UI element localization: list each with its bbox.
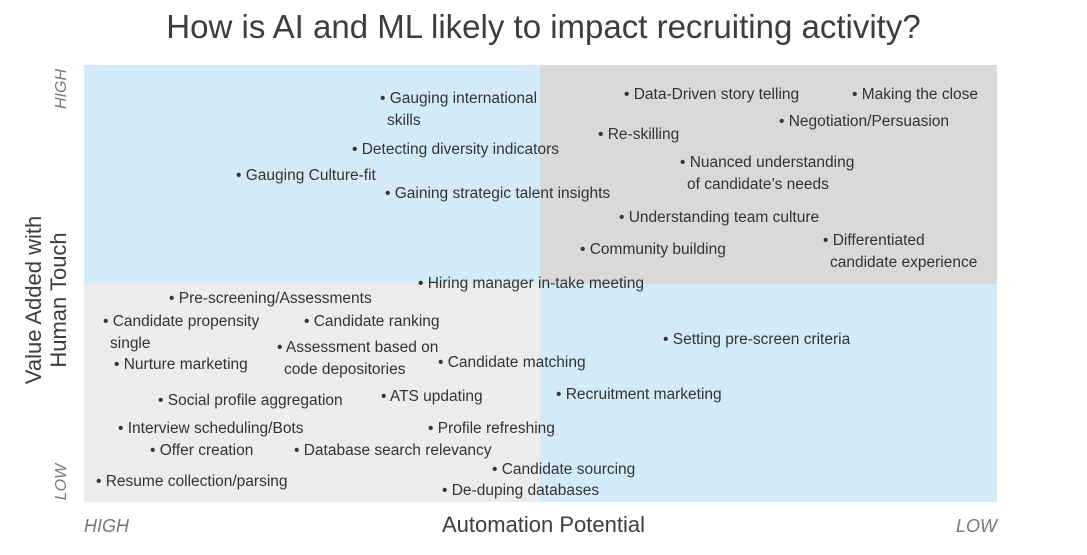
item-profile-refreshing: • Profile refreshing bbox=[428, 420, 555, 437]
x-axis-label: Automation Potential bbox=[441, 512, 646, 537]
item-understanding-team-culture: • Understanding team culture bbox=[619, 209, 820, 226]
item-hiring-manager-in-take-meeting: • Hiring manager in-take meeting bbox=[418, 275, 644, 292]
item-gauging-culture-fit: • Gauging Culture-fit bbox=[236, 167, 376, 184]
item-re-skilling: • Re-skilling bbox=[598, 126, 680, 143]
item-negotiation-persuasion: • Negotiation/Persuasion bbox=[779, 113, 950, 130]
item-ats-updating: • ATS updating bbox=[381, 388, 483, 405]
item-resume-collection-parsing: • Resume collection/parsing bbox=[96, 473, 288, 490]
item-candidate-matching: • Candidate matching bbox=[438, 354, 586, 371]
y-axis-high-label: HIGH bbox=[53, 69, 70, 109]
item-data-driven-story-telling: • Data-Driven story telling bbox=[624, 86, 800, 103]
item-gaining-strategic-talent-insights: • Gaining strategic talent insights bbox=[385, 185, 611, 202]
item-candidate-ranking: • Candidate ranking bbox=[304, 313, 440, 330]
y-axis-low-label: LOW bbox=[53, 463, 70, 501]
quadrant-low-automation-low-value bbox=[540, 284, 997, 502]
item-de-duping-databases: • De-duping databases bbox=[442, 482, 600, 499]
x-axis-low-label: LOW bbox=[956, 516, 998, 536]
item-nurture-marketing: • Nurture marketing bbox=[114, 356, 248, 373]
item-detecting-diversity-indicators: • Detecting diversity indicators bbox=[352, 141, 560, 158]
item-offer-creation: • Offer creation bbox=[150, 442, 254, 459]
quadrant-low-automation-high-value bbox=[540, 65, 997, 284]
item-pre-screening-assessments: • Pre-screening/Assessments bbox=[169, 290, 372, 307]
diagram-title: How is AI and ML likely to impact recrui… bbox=[166, 8, 921, 45]
x-axis-high-label: HIGH bbox=[84, 516, 129, 536]
item-social-profile-aggregation: • Social profile aggregation bbox=[158, 392, 343, 409]
item-candidate-sourcing: • Candidate sourcing bbox=[492, 461, 636, 478]
item-making-the-close: • Making the close bbox=[852, 86, 979, 103]
quadrant-high-automation-low-value bbox=[84, 284, 540, 502]
quadrant-high-automation-high-value bbox=[84, 65, 540, 284]
item-setting-pre-screen-criteria: • Setting pre-screen criteria bbox=[663, 331, 851, 348]
item-interview-scheduling-bots: • Interview scheduling/Bots bbox=[118, 420, 304, 437]
item-recruitment-marketing: • Recruitment marketing bbox=[556, 386, 722, 403]
item-database-search-relevancy: • Database search relevancy bbox=[294, 442, 492, 459]
y-axis-label: Value Added with Human Touch bbox=[21, 215, 71, 385]
item-community-building: • Community building bbox=[580, 241, 726, 258]
